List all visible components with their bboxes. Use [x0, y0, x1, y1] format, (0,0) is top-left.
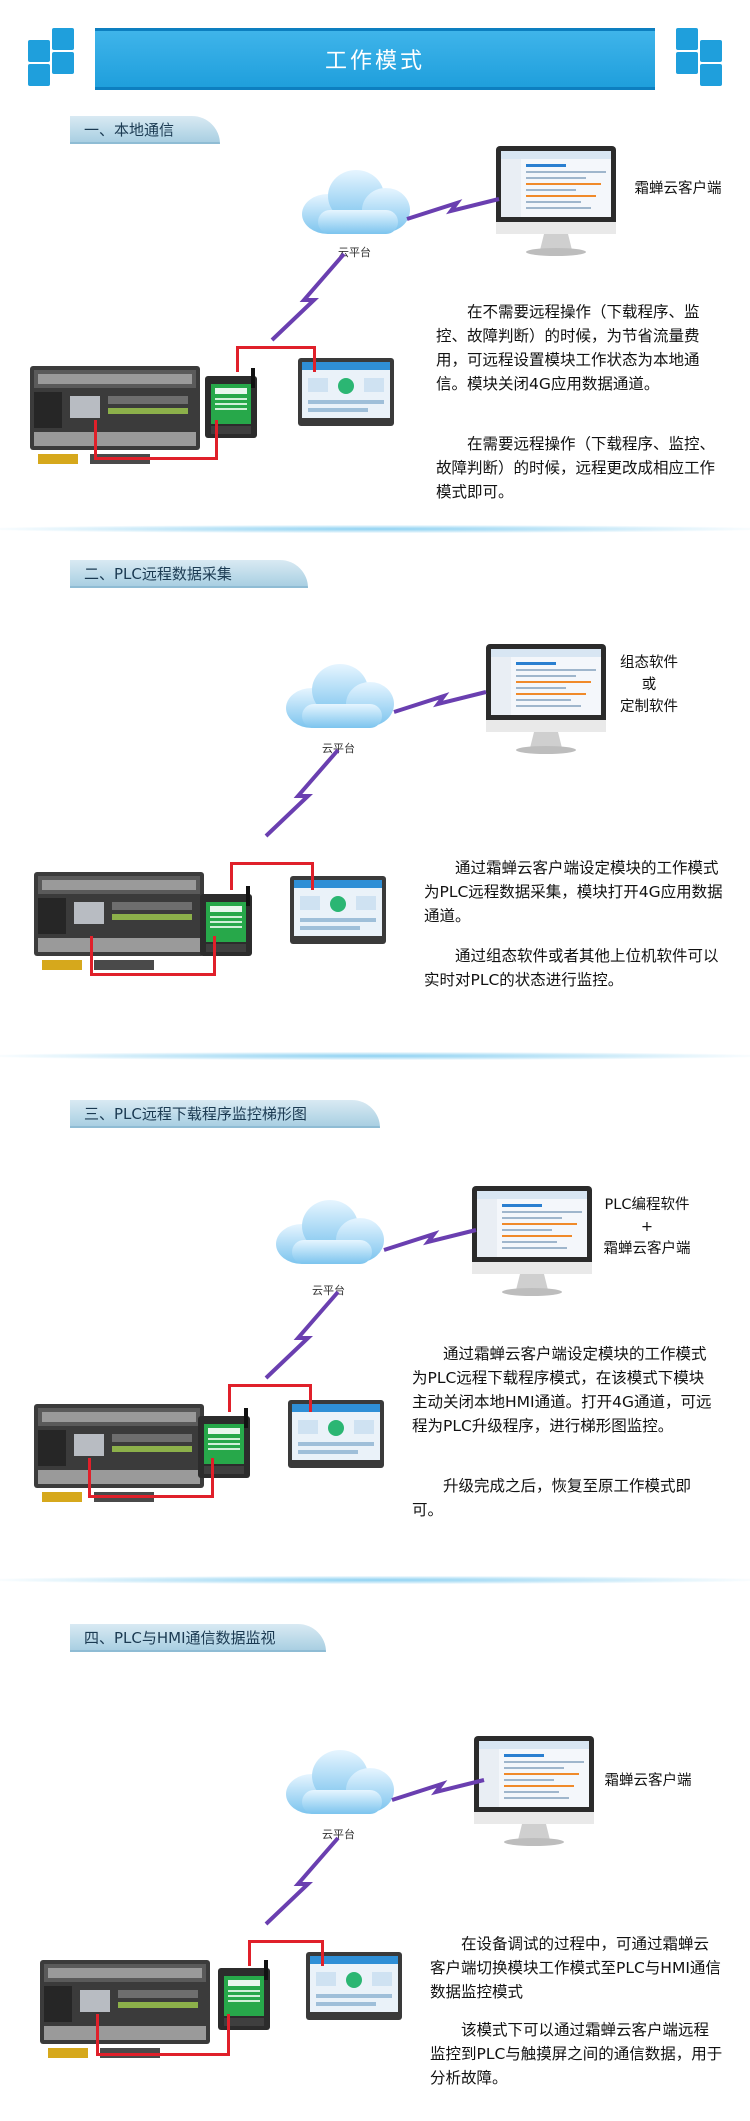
monitor-icon: [474, 1736, 594, 1846]
corner-square: [700, 64, 722, 86]
section-divider: [0, 525, 750, 533]
wire: [94, 420, 218, 460]
side-label: 霜蝉云客户端: [604, 1773, 692, 1789]
lightning-icon: [391, 1778, 485, 1802]
section-tab: 一、本地通信: [70, 116, 220, 144]
cloud-icon: [286, 1750, 394, 1814]
lightning-icon: [264, 748, 340, 838]
description-paragraph: 通过组态软件或者其他上位机软件可以实时对PLC的状态进行监控。: [424, 947, 719, 989]
cloud-label: 云平台: [322, 742, 355, 755]
side-label: 组态软件 或 定制软件: [620, 655, 678, 715]
lightning-icon: [406, 197, 500, 221]
lightning-icon: [383, 1228, 477, 1252]
description-paragraph: 升级完成之后，恢复至原工作模式即可。: [412, 1477, 692, 1519]
header-banner: 工作模式: [95, 28, 655, 90]
lightning-icon: [393, 690, 487, 714]
corner-square: [28, 40, 50, 62]
corner-square: [676, 28, 698, 50]
monitor-icon: [496, 146, 616, 256]
cloud-label: 云平台: [338, 246, 371, 259]
lightning-icon: [264, 1836, 340, 1926]
corner-square: [52, 52, 74, 74]
wire: [228, 1384, 312, 1412]
wire: [236, 346, 316, 372]
side-label: 霜蝉云客户端: [634, 181, 722, 197]
side-label: PLC编程软件 + 霜蝉云客户端: [603, 1197, 691, 1257]
description-paragraph: 在需要远程操作（下载程序、监控、故障判断）的时候，远程更改成相应工作模式即可。: [436, 435, 716, 501]
wire: [88, 1458, 214, 1498]
description-paragraph: 在不需要远程操作（下载程序、监控、故障判断）的时候，为节省流量费用，可远程设置模…: [436, 303, 700, 393]
lightning-icon: [270, 252, 346, 342]
section-divider: [0, 1052, 750, 1060]
monitor-icon: [486, 644, 606, 754]
monitor-icon: [472, 1186, 592, 1296]
corner-square: [28, 64, 50, 86]
description-paragraph: 该模式下可以通过霜蝉云客户端远程监控到PLC与触摸屏之间的通信数据，用于分析故障…: [430, 2021, 723, 2087]
description-paragraph: 通过霜蝉云客户端设定模块的工作模式为PLC远程数据采集，模块打开4G应用数据通道…: [424, 859, 723, 925]
section-tab: 二、PLC远程数据采集: [70, 560, 308, 588]
section-tab: 四、PLC与HMI通信数据监视: [70, 1624, 326, 1652]
lightning-icon: [264, 1290, 340, 1380]
page-title: 工作模式: [324, 49, 425, 74]
corner-square: [52, 28, 74, 50]
wire: [96, 2014, 230, 2056]
cloud-icon: [276, 1200, 384, 1264]
cloud-icon: [302, 170, 410, 234]
description-paragraph: 在设备调试的过程中，可通过霜蝉云客户端切换模块工作模式至PLC与HMI通信数据监…: [430, 1935, 721, 2001]
wire: [90, 936, 216, 976]
corner-square: [700, 40, 722, 62]
corner-square: [676, 52, 698, 74]
wire: [248, 1940, 324, 1966]
cloud-label: 云平台: [322, 1828, 355, 1841]
cloud-icon: [286, 664, 394, 728]
wire: [230, 862, 314, 890]
section-tab: 三、PLC远程下载程序监控梯形图: [70, 1100, 380, 1128]
section-divider: [0, 1576, 750, 1584]
description-paragraph: 通过霜蝉云客户端设定模块的工作模式为PLC远程下载程序模式，在该模式下模块主动关…: [412, 1345, 712, 1435]
